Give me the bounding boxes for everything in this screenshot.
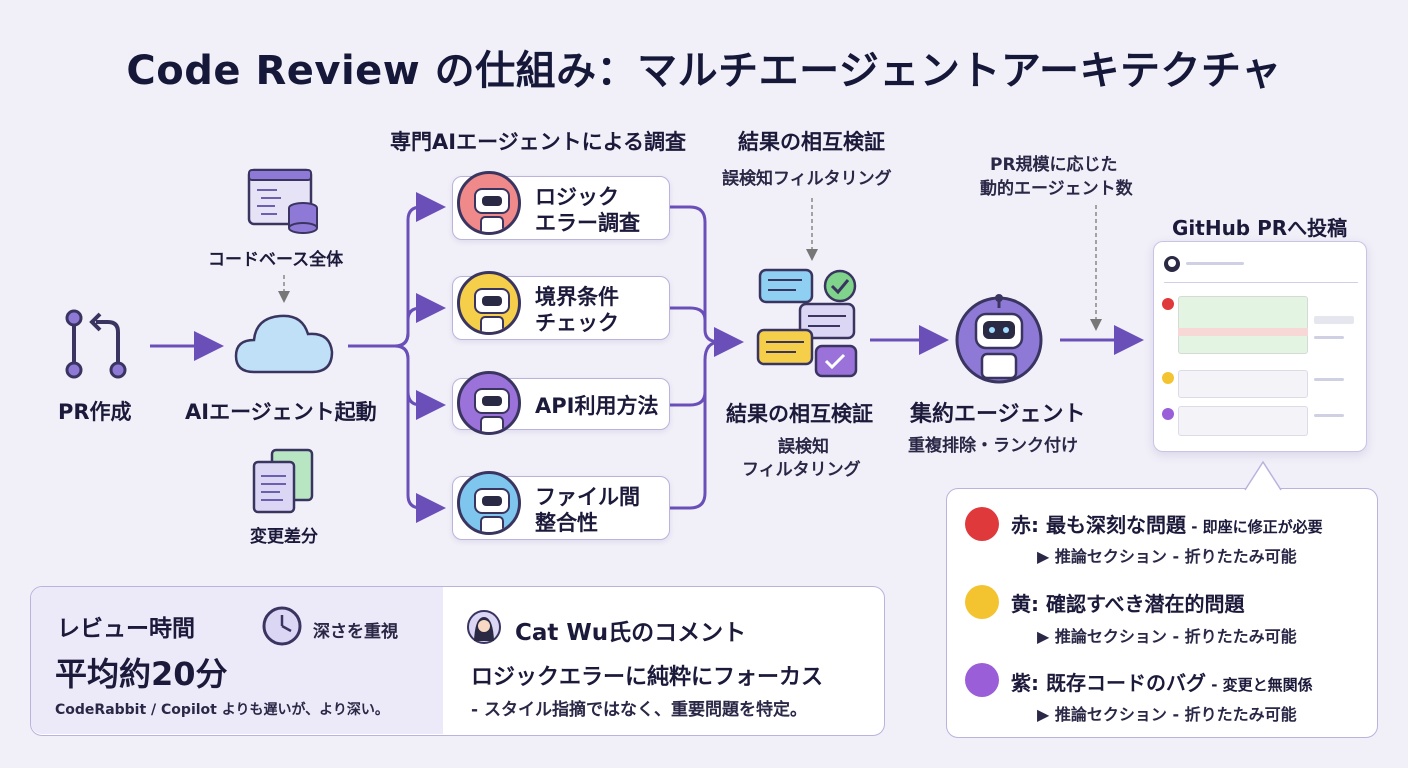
github-pr-mock <box>1153 241 1367 452</box>
comment-line1: ロジックエラーに純粋にフォーカス <box>471 665 824 690</box>
agent-card-boundary: 境界条件 チェック <box>452 271 670 340</box>
dynamic-note-1: PR規模に応じた <box>990 155 1118 175</box>
comment-line2: - スタイル指摘ではなく、重要問題を特定。 <box>471 700 807 720</box>
robot-icon <box>457 271 521 335</box>
aggregator-title: 集約エージェント <box>910 402 1086 427</box>
robot-icon <box>457 371 521 435</box>
agent-label: API利用方法 <box>535 394 659 418</box>
agent-label: 境界条件 チェック <box>535 285 619 335</box>
avg-time: 平均約20分 <box>55 655 228 693</box>
review-time-section <box>31 587 443 734</box>
cross-verify-header: 結果の相互検証 <box>738 130 885 154</box>
aggregator-sub: 重複排除・ランク付け <box>908 436 1078 456</box>
chat-verify-icon <box>752 266 864 382</box>
severity-legend: 赤: 最も深刻な問題 - 即座に修正が必要 ▶ 推論セクション - 折りたたみ可… <box>946 460 1378 738</box>
legend-purple: 紫: 既存コードのバグ - 変更と無関係 <box>1011 671 1313 695</box>
dynamic-note-2: 動的エージェント数 <box>980 179 1133 199</box>
ai-agent-start-label: AIエージェント起動 <box>185 400 377 424</box>
github-post-label: GitHub PRへ投稿 <box>1172 216 1348 240</box>
github-icon <box>1164 256 1180 272</box>
review-time-heading: レビュー時間 <box>57 616 195 642</box>
page-title: Code Review の仕組み：マルチエージェントアーキテクチャ <box>126 48 1282 94</box>
agent-card-file-consistency: ファイル間 整合性 <box>452 471 670 540</box>
codebase-icon <box>247 168 319 234</box>
depth-label: 深さを重視 <box>313 622 398 642</box>
legend-purple-sub: ▶ 推論セクション - 折りたたみ可能 <box>1037 705 1297 724</box>
robot-icon <box>457 471 521 535</box>
agent-label: ロジック エラー調査 <box>535 185 640 235</box>
bottom-info-panel: レビュー時間 深さを重視 平均約20分 CodeRabbit / Copilot… <box>30 586 885 736</box>
comment-heading: Cat Wu氏のコメント <box>515 620 747 646</box>
legend-yellow: 黄: 確認すべき潜在的問題 <box>1011 592 1245 616</box>
yellow-dot <box>965 585 999 619</box>
cross-verify-sub1: 誤検知 <box>778 437 829 457</box>
agent-card-logic: ロジック エラー調査 <box>452 171 670 240</box>
purple-dot <box>965 663 999 697</box>
cross-verify-title: 結果の相互検証 <box>726 402 873 426</box>
agent-label: ファイル間 整合性 <box>535 485 640 535</box>
red-dot <box>965 507 999 541</box>
cross-verify-sub2: フィルタリング <box>742 460 861 480</box>
diff-document-icon <box>250 448 316 516</box>
compare-text: CodeRabbit / Copilot よりも遅いが、より深い。 <box>55 702 389 718</box>
legend-red: 赤: 最も深刻な問題 - 即座に修正が必要 <box>1011 513 1323 537</box>
diff-label: 変更差分 <box>250 527 318 547</box>
agent-card-api: API利用方法 <box>452 371 670 435</box>
pull-request-icon <box>62 308 132 382</box>
legend-red-sub: ▶ 推論セクション - 折りたたみ可能 <box>1037 547 1297 566</box>
agents-header: 専門AIエージェントによる調査 <box>390 130 687 154</box>
pr-create-label: PR作成 <box>58 400 132 424</box>
person-avatar-icon <box>467 610 501 644</box>
legend-yellow-sub: ▶ 推論セクション - 折りたたみ可能 <box>1037 627 1297 646</box>
robot-icon <box>457 171 521 235</box>
cloud-icon <box>232 306 336 378</box>
cross-verify-header-sub: 誤検知フィルタリング <box>722 169 892 189</box>
aggregator-robot-icon <box>950 292 1048 384</box>
clock-icon <box>262 606 302 646</box>
codebase-label: コードベース全体 <box>208 250 344 270</box>
